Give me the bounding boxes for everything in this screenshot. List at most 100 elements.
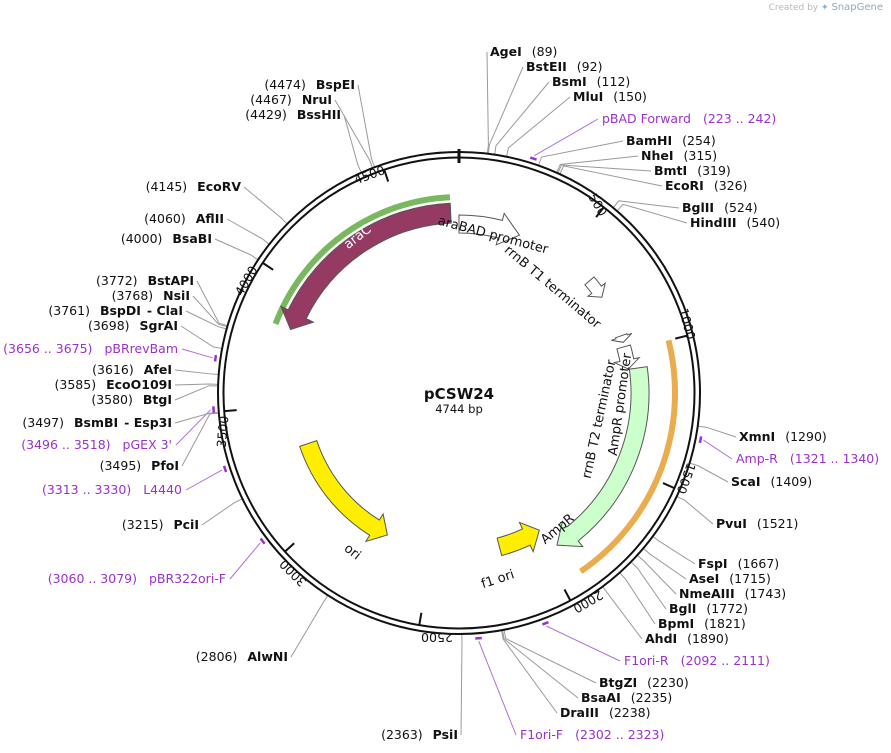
- site-ecorv[interactable]: EcoRV(4145): [146, 179, 242, 194]
- site-hindiii[interactable]: HindIII(540): [690, 215, 780, 230]
- primer-f1ori-r[interactable]: F1ori-R(2092 .. 2111): [624, 653, 770, 668]
- feature-ori[interactable]: [299, 440, 388, 543]
- site-name[interactable]: PciI: [173, 517, 199, 532]
- site-bmti[interactable]: BmtI(319): [654, 163, 731, 178]
- site-name[interactable]: BstEII: [526, 59, 567, 74]
- feature-arrow-arac[interactable]: [280, 202, 452, 331]
- site-ecori[interactable]: EcoRI(326): [665, 178, 747, 193]
- feature-ampr-promoter[interactable]: [612, 344, 641, 370]
- site-bstapi[interactable]: BstAPI(3772): [96, 273, 194, 288]
- site-name[interactable]: HindIII: [690, 215, 737, 230]
- site-name[interactable]: BspDI: [100, 303, 141, 318]
- site-name[interactable]: AhdI: [645, 631, 677, 646]
- site-name[interactable]: BtgZI: [599, 675, 637, 690]
- primer-name[interactable]: pBR322ori-F: [149, 571, 226, 586]
- site-agei[interactable]: AgeI(89): [490, 44, 557, 59]
- site-nmeaiii[interactable]: NmeAIII(1743): [679, 586, 786, 601]
- site-name[interactable]: ScaI: [731, 474, 761, 489]
- primer-pbad-forward[interactable]: pBAD Forward(223 .. 242): [602, 111, 776, 126]
- feature-arac[interactable]: [280, 202, 452, 331]
- site-psii[interactable]: PsiI(2363): [381, 727, 458, 742]
- site-bsmi[interactable]: BsmI(112): [552, 74, 630, 89]
- site-name[interactable]: NsiI: [163, 288, 190, 303]
- site-name[interactable]: SgrAI: [140, 318, 178, 333]
- site-bpmi[interactable]: BpmI(1821): [658, 616, 746, 631]
- site-name[interactable]: PvuI: [716, 516, 747, 531]
- site-xmni[interactable]: XmnI(1290): [739, 429, 827, 444]
- feature-rrnb-t2-terminator[interactable]: [611, 332, 633, 343]
- site-name[interactable]: XmnI: [739, 429, 775, 444]
- site-nrui[interactable]: NruI(4467): [250, 92, 332, 107]
- site-name[interactable]: MluI: [573, 89, 603, 104]
- site-name[interactable]: NmeAIII: [679, 586, 735, 601]
- feature-arrow-rrnb-t1-terminator[interactable]: [584, 276, 607, 298]
- site-name[interactable]: EcoRV: [197, 179, 241, 194]
- primer-pbr322ori-f[interactable]: pBR322ori-F(3060 .. 3079): [48, 571, 226, 586]
- feature-arrow-ori[interactable]: [299, 440, 388, 543]
- site-name[interactable]: EcoRI: [665, 178, 704, 193]
- site-bgli[interactable]: BglI(1772): [669, 601, 748, 616]
- primer-name[interactable]: L4440: [143, 482, 182, 497]
- site-name[interactable]: BstAPI: [148, 273, 194, 288]
- site-name[interactable]: DraIII: [560, 705, 599, 720]
- feature-ampr[interactable]: [556, 366, 650, 548]
- feature-arabad-promoter[interactable]: [458, 212, 521, 246]
- site-name[interactable]: AseI: [689, 571, 719, 586]
- feature-rrnb-t1-terminator[interactable]: [584, 276, 607, 298]
- site-fspi[interactable]: FspI(1667): [698, 556, 779, 571]
- site-name[interactable]: BamHI: [626, 133, 672, 148]
- site-name[interactable]: BsaAI: [581, 690, 621, 705]
- feature-arrow-ampr-promoter[interactable]: [612, 344, 641, 370]
- feature-arrow-f1-ori[interactable]: [496, 521, 540, 557]
- primer-f1ori-f[interactable]: F1ori-F(2302 .. 2323): [520, 727, 664, 742]
- site-pcii[interactable]: PciI(3215): [122, 517, 199, 532]
- primer-name[interactable]: F1ori-R: [624, 653, 669, 668]
- site-alwni[interactable]: AlwNI(2806): [196, 649, 288, 664]
- site-ahdi[interactable]: AhdI(1890): [645, 631, 729, 646]
- site-bsabi[interactable]: BsaBI(4000): [121, 231, 212, 246]
- site-name[interactable]: NheI: [641, 148, 674, 163]
- primer-l4440[interactable]: L4440(3313 .. 3330): [42, 482, 182, 497]
- site-name[interactable]: BmtI: [654, 163, 687, 178]
- feature-arrow-ampr[interactable]: [556, 366, 650, 548]
- site-draiii[interactable]: DraIII(2238): [560, 705, 651, 720]
- site-bsaai[interactable]: BsaAI(2235): [581, 690, 672, 705]
- site-nhei[interactable]: NheI(315): [641, 148, 717, 163]
- primer-name[interactable]: pBAD Forward: [602, 111, 691, 126]
- site-name[interactable]: NruI: [302, 92, 332, 107]
- site-name[interactable]: BssHII: [297, 107, 341, 122]
- site-bspei[interactable]: BspEI(4474): [264, 77, 355, 92]
- site-name-alt[interactable]: - ClaI: [147, 303, 183, 318]
- site-ecoo109i[interactable]: EcoO109I(3585): [55, 377, 172, 392]
- site-name[interactable]: PsiI: [433, 727, 458, 742]
- site-name[interactable]: PfoI: [151, 458, 179, 473]
- feature-arrow-rrnb-t2-terminator[interactable]: [611, 332, 633, 343]
- site-mlui[interactable]: MluI(150): [573, 89, 647, 104]
- site-btgzi[interactable]: BtgZI(2230): [599, 675, 689, 690]
- feature-arrow-arabad-promoter[interactable]: [458, 212, 521, 246]
- site-name[interactable]: BsmI: [552, 74, 587, 89]
- site-pfoi[interactable]: PfoI(3495): [100, 458, 179, 473]
- site-aflii[interactable]: AflII(4060): [144, 211, 224, 226]
- site-scai[interactable]: ScaI(1409): [731, 474, 812, 489]
- site-name[interactable]: BsmBI: [74, 415, 118, 430]
- primer-amp-r[interactable]: Amp-R(1321 .. 1340): [736, 451, 879, 466]
- site-sgrai[interactable]: SgrAI(3698): [88, 318, 178, 333]
- site-asei[interactable]: AseI(1715): [689, 571, 771, 586]
- site-name[interactable]: AgeI: [490, 44, 522, 59]
- site-bsshii[interactable]: BssHII(4429): [245, 107, 341, 122]
- site-name[interactable]: BsaBI: [172, 231, 212, 246]
- primer-name[interactable]: pGEX 3': [123, 437, 172, 452]
- site-bamhi[interactable]: BamHI(254): [626, 133, 716, 148]
- site-name[interactable]: FspI: [698, 556, 728, 571]
- primer-pgex-3[interactable]: pGEX 3'(3496 .. 3518): [21, 437, 172, 452]
- site-name[interactable]: BglII: [682, 200, 714, 215]
- site-name-alt[interactable]: - Esp3I: [124, 415, 172, 430]
- site-name[interactable]: BpmI: [658, 616, 694, 631]
- site-name[interactable]: BglI: [669, 601, 696, 616]
- site-bsteii[interactable]: BstEII(92): [526, 59, 602, 74]
- site-afei[interactable]: AfeI(3616): [92, 362, 172, 377]
- site-btgi[interactable]: BtgI(3580): [91, 392, 172, 407]
- primer-name[interactable]: Amp-R: [736, 451, 778, 466]
